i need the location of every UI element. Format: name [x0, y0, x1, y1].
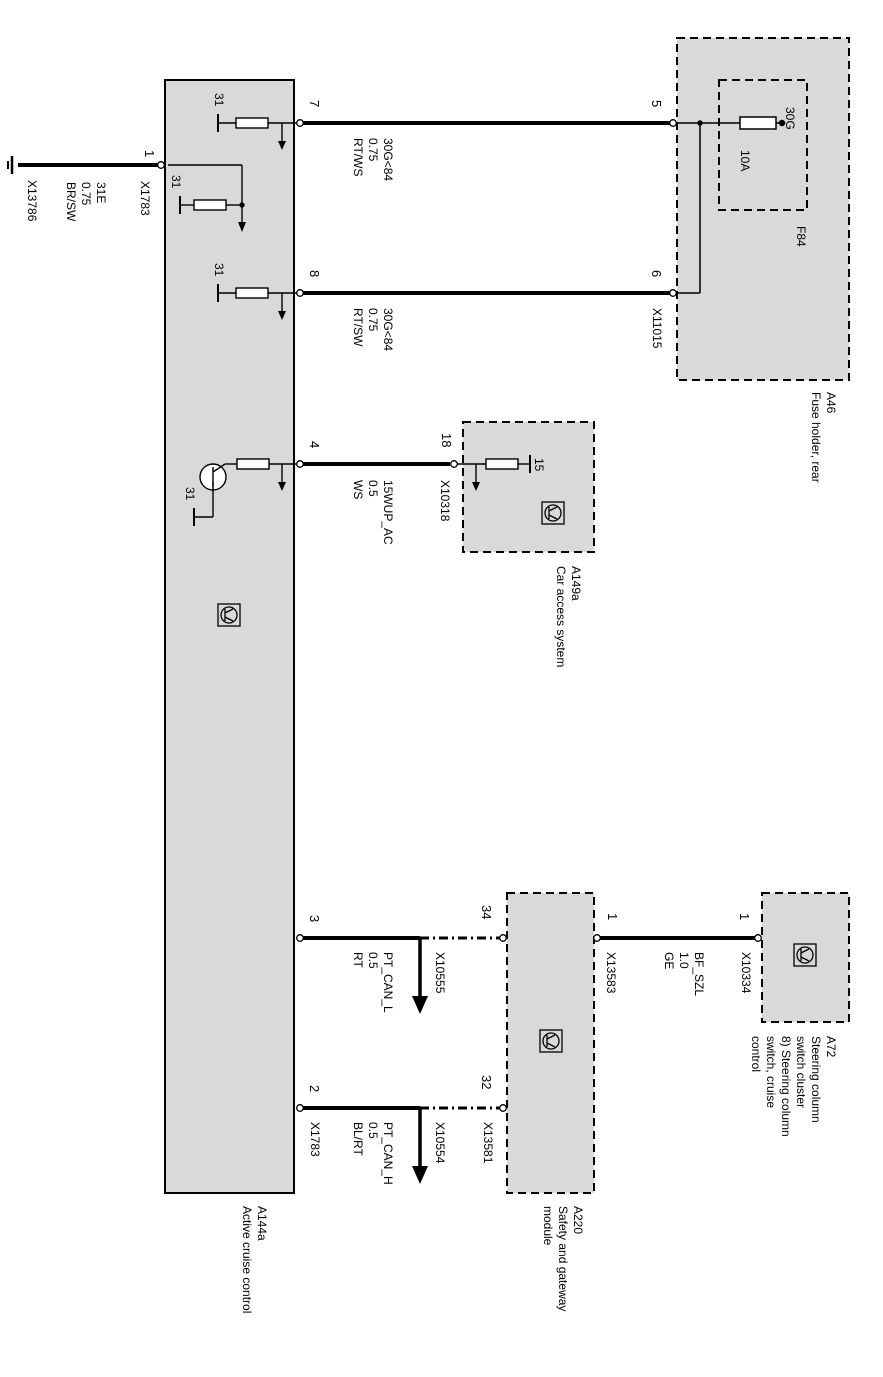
- pin-a220-32: [499, 1104, 507, 1112]
- pin-a46-6: [669, 289, 677, 297]
- pin-a46-5: [669, 119, 677, 127]
- pin-label: 4: [307, 441, 322, 448]
- a144a-module: [164, 79, 295, 1194]
- pin-a144a-1: [157, 161, 165, 169]
- fuse-f84-symbol: [739, 116, 777, 130]
- wire-gauge: 0.75: [366, 308, 380, 332]
- pin-a220-1: [593, 934, 601, 942]
- wire-signal: PT_CAN_H: [381, 1122, 395, 1185]
- connector-label: X10334: [739, 952, 753, 994]
- fuse-id: F84: [794, 226, 808, 247]
- connector-label: X10554: [433, 1122, 447, 1164]
- pin-a144a-8: [296, 289, 304, 297]
- wire-color: GE: [662, 952, 676, 969]
- pin-label: 1: [605, 913, 620, 920]
- connector-label: X13583: [604, 952, 618, 994]
- wire-gauge: 0.5: [366, 480, 380, 497]
- component-name: Steering column: [809, 1036, 823, 1123]
- pin-label: 1: [142, 150, 157, 157]
- wire-color: WS: [351, 480, 365, 499]
- component-name: control: [749, 1036, 763, 1072]
- component-name: Car access system: [554, 566, 568, 667]
- pin-label: 7: [307, 100, 322, 107]
- ground-label: 31: [212, 263, 226, 277]
- pin-a144a-3: [296, 934, 304, 942]
- pin-a144a-4: [296, 460, 304, 468]
- f84-fuse-box: [718, 79, 808, 211]
- connector-label: X11015: [650, 308, 664, 349]
- wire-signal: 31E: [94, 182, 108, 203]
- wire-signal: 30G<84: [381, 138, 395, 181]
- a144a-internal-circuits: [168, 114, 297, 526]
- component-name: 8) Steering column: [779, 1036, 793, 1137]
- component-name: switch cluster: [794, 1036, 808, 1108]
- terminal-label: 15: [532, 458, 546, 472]
- a149a-car-access-system: [462, 421, 595, 553]
- pin-a144a-7: [296, 119, 304, 127]
- wire-gauge: 0.75: [79, 182, 93, 206]
- connector-label: X1783: [308, 1122, 322, 1157]
- connector-label: X13581: [481, 1122, 495, 1164]
- component-id: A149a: [569, 566, 583, 601]
- component-name: Active cruise control: [240, 1206, 254, 1313]
- pin-a72-1: [754, 934, 762, 942]
- ground-label: 31: [212, 93, 226, 107]
- wire-gauge: 0.75: [366, 138, 380, 162]
- a46-fuse-holder: [676, 37, 850, 381]
- pin-label: 6: [649, 270, 664, 277]
- a72-steering-column-switch: [761, 892, 850, 1023]
- wire-color: RT/SW: [351, 308, 365, 347]
- component-id: A144a: [255, 1206, 269, 1241]
- connector-label: X13786: [25, 180, 39, 222]
- fuse-supply: 30G: [783, 107, 797, 130]
- a149a-internal-circuit: [456, 455, 531, 491]
- wire-gauge: 0.5: [366, 1122, 380, 1139]
- component-id: A72: [824, 1036, 838, 1058]
- ground-label: 31: [169, 175, 183, 189]
- pin-a149a-18: [450, 460, 458, 468]
- wire-signal: PT_CAN_L: [381, 952, 395, 1013]
- can-branch-arrows: [412, 938, 428, 1184]
- pin-label: 2: [307, 1085, 322, 1092]
- pin-label: 18: [439, 433, 454, 447]
- a220-safety-gateway-module: [506, 892, 595, 1194]
- wire-color: RT/WS: [351, 138, 365, 176]
- component-id: A220: [571, 1206, 585, 1234]
- component-name: Fuse holder, rear: [809, 392, 823, 483]
- wire-color: RT: [351, 952, 365, 968]
- pin-label: 3: [307, 915, 322, 922]
- wires: [7, 121, 755, 1110]
- wire-color: BR/SW: [64, 182, 78, 222]
- wire-signal: 30G<84: [381, 308, 395, 351]
- ground-label: 31: [183, 487, 197, 501]
- wire-signal: 15WUP_AC: [381, 480, 395, 545]
- pin-label: 32: [479, 1075, 494, 1089]
- component-name: switch, cruise: [764, 1036, 778, 1108]
- pin-label: 5: [649, 100, 664, 107]
- connector-label: X10318: [438, 480, 452, 522]
- fuse-holder-wiring: [677, 116, 786, 294]
- component-name: module: [541, 1206, 555, 1246]
- connector-label: X1783: [138, 181, 152, 216]
- wire-signal: BF_SZL: [692, 952, 706, 996]
- wire-color: BL/RT: [351, 1122, 365, 1156]
- component-id: A46: [824, 392, 838, 414]
- fuse-rating: 10A: [738, 150, 752, 171]
- pin-label: 34: [479, 905, 494, 919]
- pin-label: 1: [737, 913, 752, 920]
- wire-gauge: 0.5: [366, 952, 380, 969]
- wire-gauge: 1.0: [677, 952, 691, 969]
- component-name: Safety and gateway: [556, 1206, 570, 1311]
- connector-label: X10555: [433, 952, 447, 994]
- pin-label: 8: [307, 270, 322, 277]
- pin-a144a-2: [296, 1104, 304, 1112]
- pin-a220-34: [499, 934, 507, 942]
